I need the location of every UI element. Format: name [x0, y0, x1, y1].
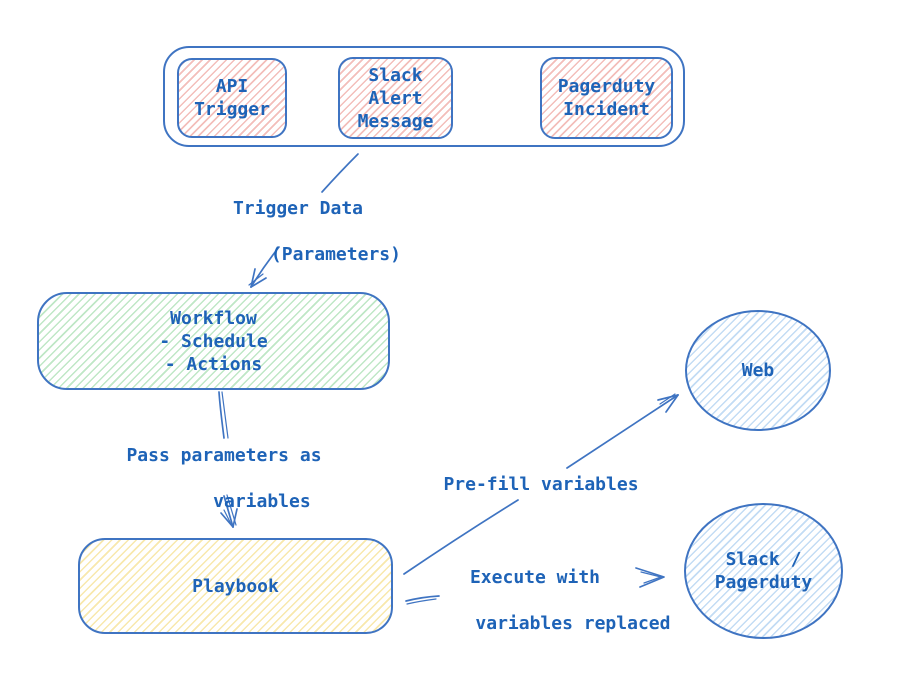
label-line: Alert [368, 87, 423, 109]
label-line: (Parameters) [270, 244, 401, 265]
label-line: Trigger [194, 99, 270, 120]
edge-label-trigger-data: Trigger Data (Parameters) [195, 197, 401, 266]
label-line: Workflow [170, 307, 257, 329]
node-workflow: Workflow- Schedule- Actions [37, 292, 390, 390]
edge-label-pass-parameters: Pass parameters as variables [126, 444, 321, 513]
label-line: Execute with [469, 567, 601, 588]
label-line: Playbook [192, 575, 279, 597]
label-line: Message [357, 110, 434, 132]
label-line: API [215, 76, 249, 97]
node-workflow-label: Workflow- Schedule- Actions [39, 294, 388, 388]
label-line: Slack / [725, 549, 802, 570]
label-line: Pass parameters as [126, 445, 322, 466]
node-slack-pagerduty-label: Slack /Pagerduty [686, 505, 841, 637]
label-line: Trigger Data [232, 198, 364, 219]
label-line: - Actions [164, 353, 263, 375]
label-line: Incident [563, 99, 650, 120]
label-line: variables [213, 491, 311, 512]
edge-label-prefill-variables: Pre-fill variables [443, 473, 638, 496]
node-slack-pagerduty: Slack /Pagerduty [684, 503, 843, 639]
node-playbook-label: Playbook [80, 540, 391, 632]
node-web-label: Web [687, 312, 829, 429]
label-line: - Schedule [159, 330, 268, 352]
label-line: Slack [368, 64, 423, 86]
label-line: Pre-fill variables [443, 474, 639, 495]
label-line: Pagerduty [557, 76, 656, 97]
node-web: Web [685, 310, 831, 431]
edge-label-execute: Execute with variables replaced [400, 566, 671, 635]
label-line: Pagerduty [714, 572, 813, 593]
label-line: variables replaced [475, 613, 671, 634]
node-playbook: Playbook [78, 538, 393, 634]
label-line: Web [741, 360, 775, 381]
